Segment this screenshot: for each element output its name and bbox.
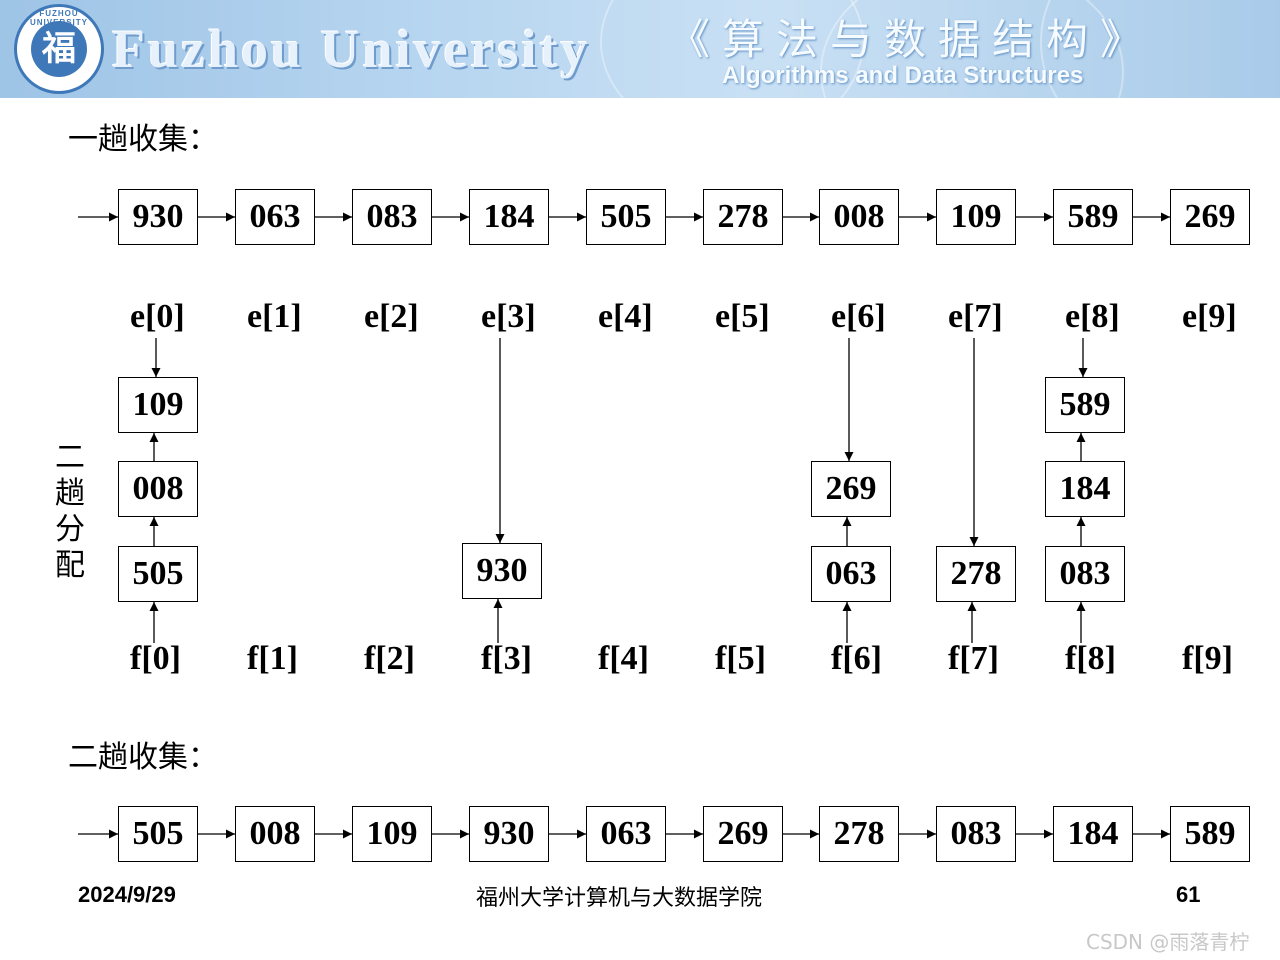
f-pointer-label: f[7] [948, 640, 999, 677]
f-pointer-label: f[0] [130, 640, 181, 677]
f-pointer-label: f[4] [598, 640, 649, 677]
footer-institution: 福州大学计算机与大数据学院 [476, 886, 763, 911]
f-pointer-label: f[6] [831, 640, 882, 677]
bucket-8-node: 184 [1045, 461, 1125, 517]
bucket-0-node: 008 [118, 461, 198, 517]
first-collect-node: 930 [118, 189, 198, 245]
first-collect-node: 505 [586, 189, 666, 245]
bucket-7-node: 278 [936, 546, 1016, 602]
footer-date: 2024/9/29 [78, 882, 176, 907]
first-collect-node: 278 [703, 189, 783, 245]
e-pointer-label: e[4] [598, 298, 653, 335]
second-collect-node: 184 [1053, 806, 1133, 862]
bucket-0-node: 109 [118, 377, 198, 433]
second-collect-node: 930 [469, 806, 549, 862]
second-distribution-label: 二趟分配 [55, 440, 85, 583]
f-pointer-label: f[8] [1065, 640, 1116, 677]
second-collect-node: 063 [586, 806, 666, 862]
page-number: 61 [1176, 882, 1201, 907]
e-pointer-label: e[6] [831, 298, 886, 335]
first-collect-node: 589 [1053, 189, 1133, 245]
second-collect-node: 109 [352, 806, 432, 862]
course-title-cn: 《算法与数据结构》 [668, 15, 1155, 64]
f-pointer-label: f[9] [1182, 640, 1233, 677]
e-pointer-label: e[0] [130, 298, 185, 335]
second-collect-node: 278 [819, 806, 899, 862]
first-collect-node: 184 [469, 189, 549, 245]
bucket-6-node: 269 [811, 461, 891, 517]
watermark: CSDN @雨落青柠 [1086, 930, 1250, 954]
university-logo: FUZHOU UNIVERSITY 福 [14, 4, 104, 94]
f-pointer-label: f[5] [715, 640, 766, 677]
second-collect-node: 083 [936, 806, 1016, 862]
e-pointer-label: e[8] [1065, 298, 1120, 335]
bucket-3-node: 930 [462, 543, 542, 599]
first-collect-node: 109 [936, 189, 1016, 245]
e-pointer-label: e[9] [1182, 298, 1237, 335]
second-collect-node: 589 [1170, 806, 1250, 862]
f-pointer-label: f[1] [247, 640, 298, 677]
first-collect-node: 083 [352, 189, 432, 245]
course-title-en: Algorithms and Data Structures [722, 62, 1084, 89]
e-pointer-label: e[3] [481, 298, 536, 335]
second-collect-node: 269 [703, 806, 783, 862]
first-collect-node: 269 [1170, 189, 1250, 245]
e-pointer-label: e[1] [247, 298, 302, 335]
e-pointer-label: e[5] [715, 298, 770, 335]
second-collect-node: 008 [235, 806, 315, 862]
university-name: Fuzhou University [112, 19, 591, 79]
header-banner: FUZHOU UNIVERSITY 福 Fuzhou University 《算… [0, 0, 1280, 98]
second-collect-title: 二趟收集： [68, 740, 218, 775]
f-pointer-label: f[2] [364, 640, 415, 677]
bucket-8-node: 589 [1045, 377, 1125, 433]
first-collect-title: 一趟收集： [68, 122, 218, 157]
first-collect-node: 063 [235, 189, 315, 245]
bucket-0-node: 505 [118, 546, 198, 602]
first-collect-node: 008 [819, 189, 899, 245]
e-pointer-label: e[2] [364, 298, 419, 335]
bucket-6-node: 063 [811, 546, 891, 602]
bucket-8-node: 083 [1045, 546, 1125, 602]
second-collect-node: 505 [118, 806, 198, 862]
e-pointer-label: e[7] [948, 298, 1003, 335]
banner-decoration [1040, 0, 1280, 98]
f-pointer-label: f[3] [481, 640, 532, 677]
logo-mark: 福 [31, 21, 87, 77]
